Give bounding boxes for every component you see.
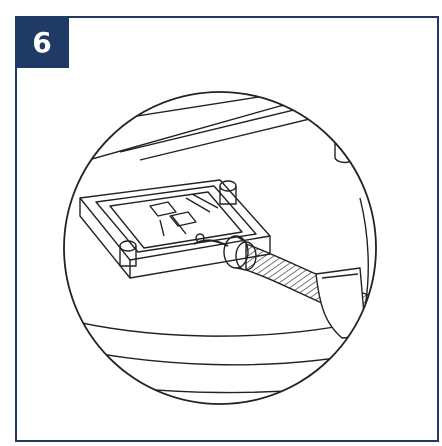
- mounting-post-icon: [334, 133, 356, 164]
- housing-rim-3: [64, 377, 376, 394]
- step-number-badge: 6: [15, 16, 69, 68]
- screw-post-icon: [119, 180, 237, 267]
- magnifier-circle: [63, 91, 377, 405]
- rim-recess-icon: [315, 267, 365, 339]
- assembly-illustration: [63, 91, 377, 405]
- terminal-block-icon: [79, 179, 271, 279]
- housing-edge-top: [64, 92, 376, 129]
